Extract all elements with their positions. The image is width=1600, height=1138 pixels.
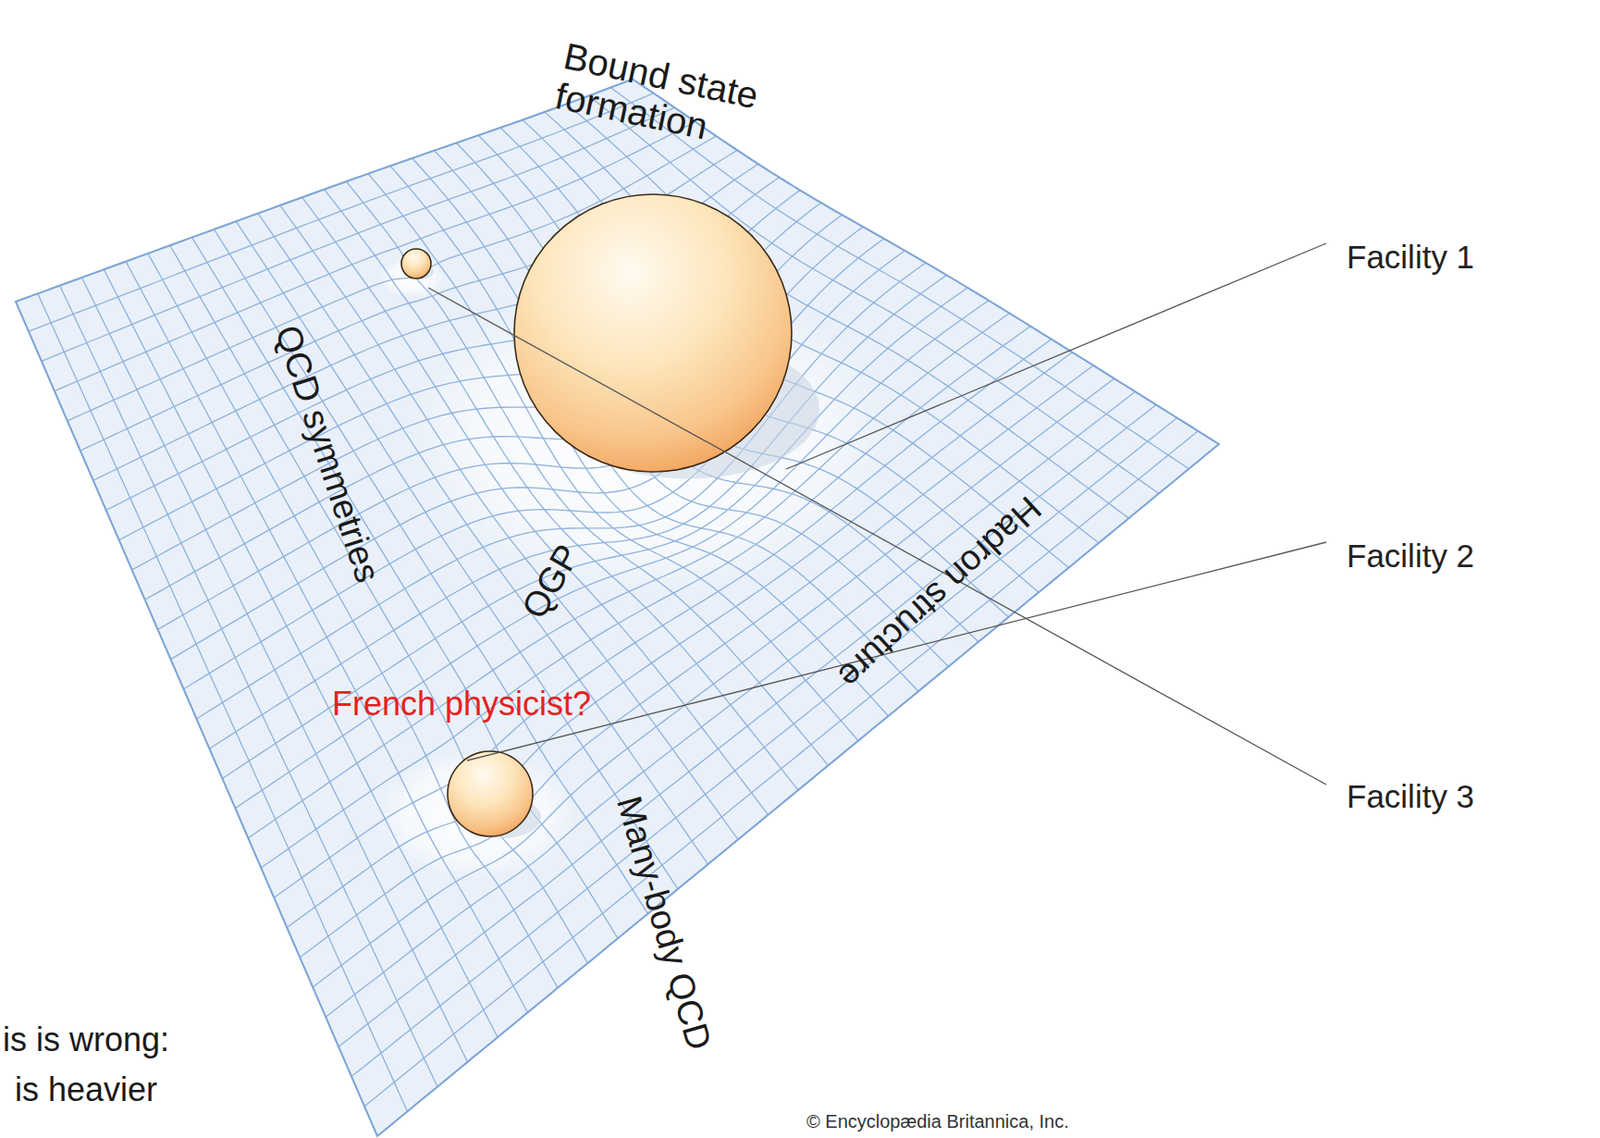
copyright-text: © Encyclopædia Britannica, Inc. xyxy=(806,1110,1070,1132)
facility-label: Facility 2 xyxy=(1346,538,1475,575)
grid-line xyxy=(345,181,828,765)
grid-line xyxy=(338,404,1157,1047)
sphere xyxy=(401,248,431,279)
sheet-surface xyxy=(15,79,1219,1136)
grid-line xyxy=(364,430,1198,1107)
region-label: Many-body QCD xyxy=(608,791,718,1055)
region-label: QGP xyxy=(515,538,588,626)
facility-label: Facility 3 xyxy=(1346,778,1475,815)
region-label: Bound state formation xyxy=(552,35,805,165)
facility-label: Facility 1 xyxy=(1346,239,1475,276)
sphere xyxy=(514,194,792,472)
grid-line xyxy=(368,173,859,741)
grid-line xyxy=(390,165,889,716)
note-text: is heavier xyxy=(14,1070,158,1108)
leader-line xyxy=(786,243,1327,469)
grid-line xyxy=(324,189,800,790)
region-label: Hadron structure xyxy=(829,488,1047,696)
sheet-border xyxy=(15,79,1219,1136)
grid-line xyxy=(455,142,979,641)
grid-line xyxy=(351,418,1178,1077)
grid-line xyxy=(325,391,1135,1017)
sphere xyxy=(447,750,533,837)
grid-line xyxy=(412,158,919,691)
question-label: French physicist? xyxy=(332,685,591,723)
grid-line xyxy=(434,150,949,667)
note-text: is is wrong: xyxy=(2,1021,170,1059)
grid-line xyxy=(119,190,800,541)
region-label: QCD symmetries xyxy=(267,320,387,588)
grid-line xyxy=(500,127,1039,592)
